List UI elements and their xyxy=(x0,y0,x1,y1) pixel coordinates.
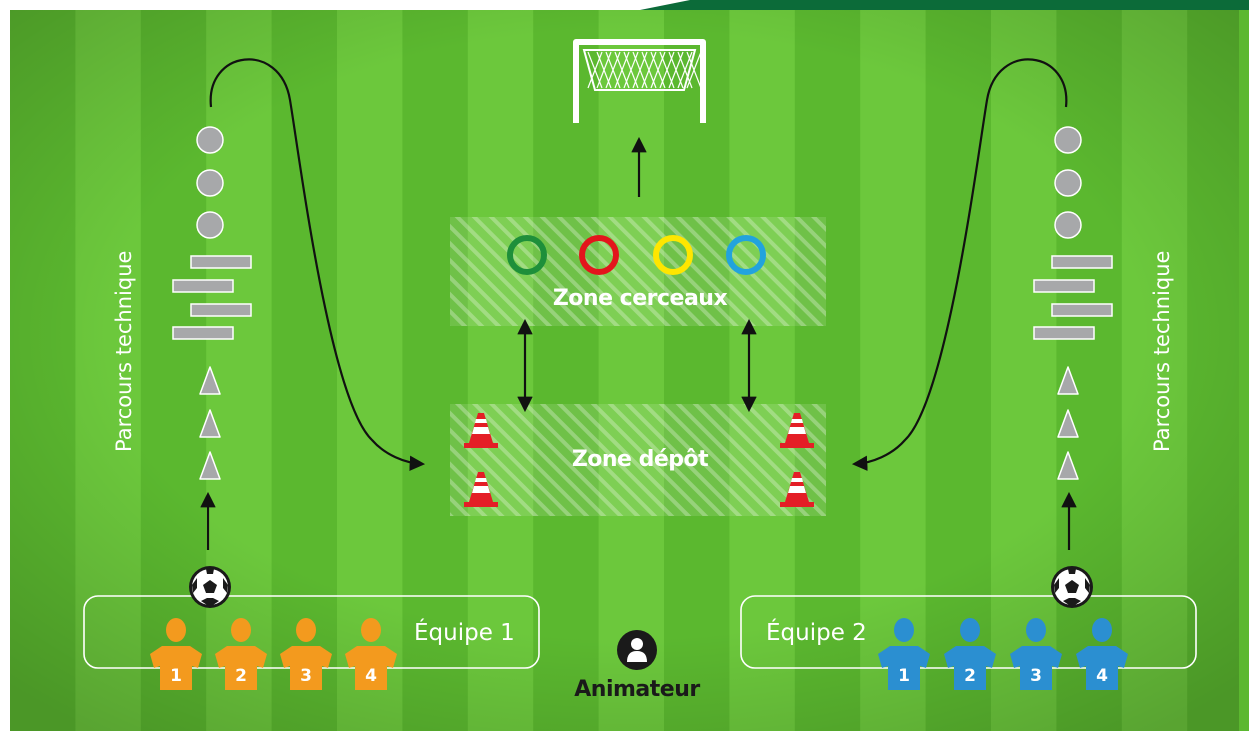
coach-icon xyxy=(617,630,657,670)
coach-label: Animateur xyxy=(574,677,700,702)
plank-icon xyxy=(190,303,252,317)
arrow-left-course xyxy=(209,58,426,471)
player-number: 1 xyxy=(898,666,910,686)
player-number: 4 xyxy=(365,666,377,686)
player-icon: 2 xyxy=(215,618,267,690)
disc-icon xyxy=(196,169,224,197)
hoop-icon xyxy=(579,235,619,275)
zone-cerceaux-label: Zone cerceaux xyxy=(552,286,728,311)
ball-icon xyxy=(1051,566,1093,608)
ball-icon xyxy=(189,566,231,608)
cone-icon xyxy=(464,472,498,507)
marker-cone-icon xyxy=(1057,366,1079,395)
player-number: 2 xyxy=(964,666,976,686)
player-number: 3 xyxy=(300,666,312,686)
plank-icon xyxy=(1051,255,1113,269)
plank-icon xyxy=(1051,303,1113,317)
team-2-label: Équipe 2 xyxy=(766,620,867,646)
player-icon: 1 xyxy=(150,618,202,690)
player-number: 2 xyxy=(235,666,247,686)
player-icon: 3 xyxy=(1010,618,1062,690)
team-1-label: Équipe 1 xyxy=(414,620,515,646)
disc-icon xyxy=(1054,169,1082,197)
marker-cone-icon xyxy=(199,451,221,480)
marker-cone-icon xyxy=(199,366,221,395)
player-number: 3 xyxy=(1030,666,1042,686)
cone-icon xyxy=(780,413,814,448)
goal-icon xyxy=(573,39,706,123)
player-icon: 4 xyxy=(345,618,397,690)
player-icon: 4 xyxy=(1076,618,1128,690)
marker-cone-icon xyxy=(1057,409,1079,438)
hoop-icon xyxy=(726,235,766,275)
marker-cone-icon xyxy=(199,409,221,438)
player-icon: 2 xyxy=(944,618,996,690)
plank-icon xyxy=(172,279,234,293)
disc-icon xyxy=(1054,126,1082,154)
cone-icon xyxy=(464,413,498,448)
player-icon: 1 xyxy=(878,618,930,690)
marker-cone-icon xyxy=(1057,451,1079,480)
disc-icon xyxy=(196,211,224,239)
zone-cerceaux xyxy=(450,217,826,326)
hoop-icon xyxy=(653,235,693,275)
disc-icon xyxy=(1054,211,1082,239)
course-label-left: Parcours technique xyxy=(112,250,136,452)
hoop-icon xyxy=(507,235,547,275)
plank-icon xyxy=(1033,326,1095,340)
course-label-right: Parcours technique xyxy=(1150,250,1174,452)
accent-band xyxy=(640,0,1249,10)
arrow-right-course xyxy=(851,58,1068,471)
cone-icon xyxy=(780,472,814,507)
plank-icon xyxy=(1033,279,1095,293)
player-icon: 3 xyxy=(280,618,332,690)
plank-icon xyxy=(172,326,234,340)
disc-icon xyxy=(196,126,224,154)
player-number: 4 xyxy=(1096,666,1108,686)
zone-depot-label: Zone dépôt xyxy=(571,447,709,472)
player-number: 1 xyxy=(170,666,182,686)
flow-arrows xyxy=(200,58,1077,550)
plank-icon xyxy=(190,255,252,269)
zone-depot xyxy=(450,404,826,516)
